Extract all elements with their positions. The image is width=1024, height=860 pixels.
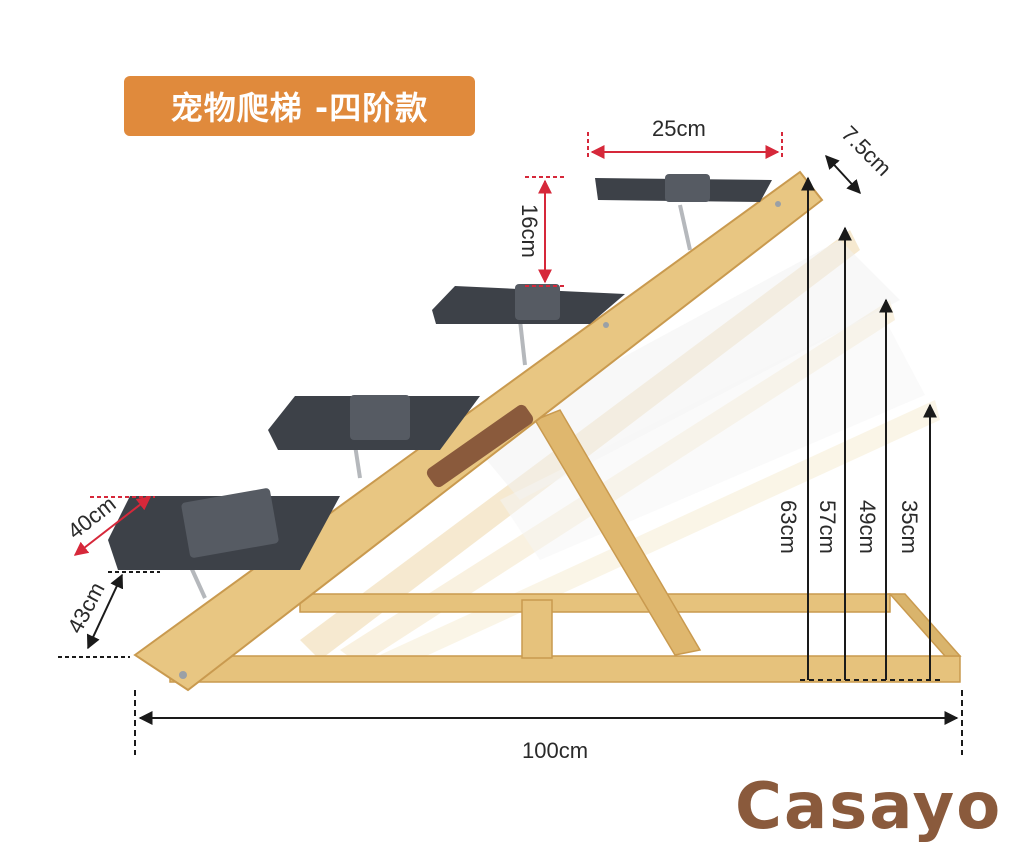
step-brackets bbox=[188, 204, 692, 599]
handle-slot bbox=[426, 404, 534, 488]
label-step-gap: 16cm bbox=[517, 204, 542, 258]
step-3 bbox=[432, 284, 625, 324]
label-board-thickness: 7.5cm bbox=[836, 121, 896, 181]
step-2 bbox=[268, 395, 480, 450]
label-height-63: 63cm bbox=[776, 500, 801, 554]
label-height-49: 49cm bbox=[855, 500, 880, 554]
base-frame bbox=[169, 593, 962, 683]
black-dimensions bbox=[58, 154, 963, 755]
step-4 bbox=[595, 174, 772, 202]
red-dimensions bbox=[73, 132, 783, 556]
brand-logo: Casayo bbox=[735, 770, 1003, 844]
title-badge: 宠物爬梯 -四阶款 bbox=[124, 76, 475, 136]
ramp-rail bbox=[133, 170, 824, 692]
label-step-width: 25cm bbox=[652, 116, 706, 141]
title-text: 宠物爬梯 -四阶款 bbox=[170, 89, 429, 127]
steps bbox=[108, 174, 772, 570]
label-height-57: 57cm bbox=[815, 500, 840, 554]
label-height-35: 35cm bbox=[897, 500, 922, 554]
step-1 bbox=[108, 488, 340, 570]
support-leg bbox=[533, 409, 702, 656]
label-bottom-step-height: 43cm bbox=[62, 578, 109, 637]
label-total-length: 100cm bbox=[522, 738, 588, 763]
